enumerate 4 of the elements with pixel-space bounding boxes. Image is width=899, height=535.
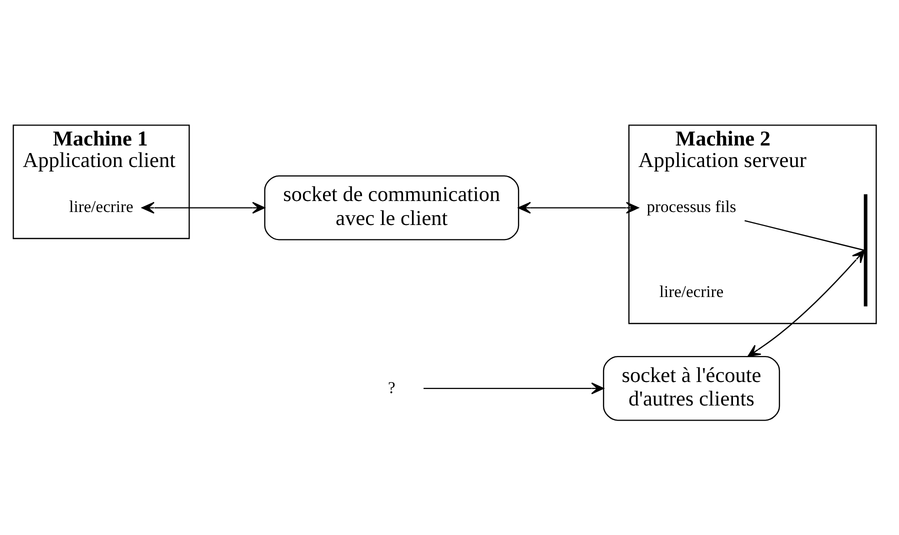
node-text: processus fils bbox=[646, 196, 736, 216]
node-text: ? bbox=[388, 377, 396, 396]
label: lire/ecrire bbox=[659, 282, 724, 301]
node-text: lire/ecrire bbox=[69, 196, 134, 216]
